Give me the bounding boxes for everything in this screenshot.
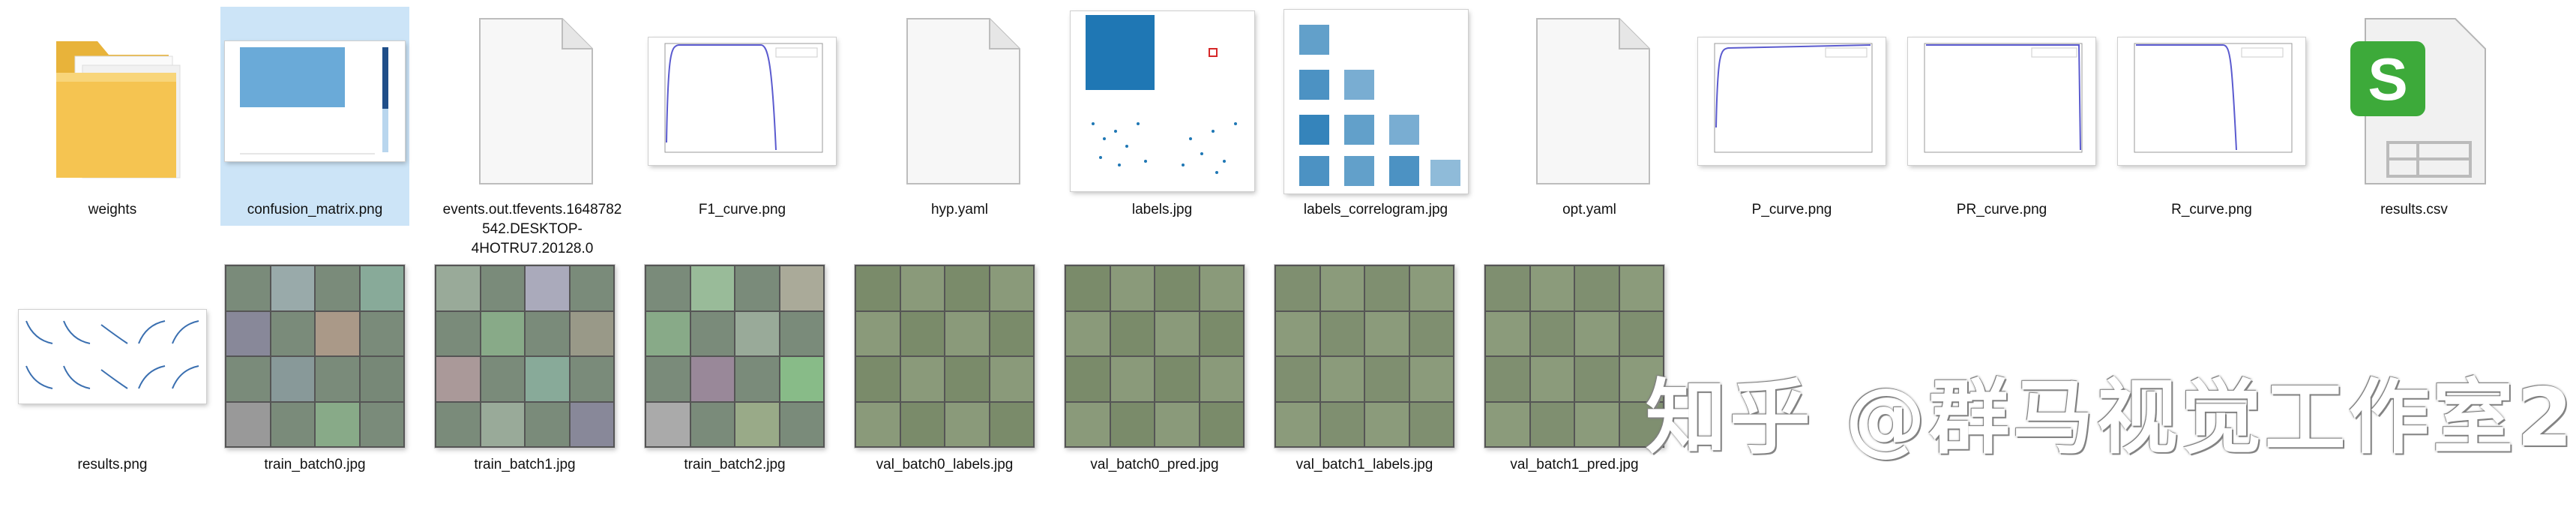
file-hyp-yaml[interactable]: hyp.yaml: [870, 11, 1050, 220]
file-weights[interactable]: weights: [22, 11, 202, 220]
file-label: weights: [88, 202, 137, 218]
file-label: P_curve.png: [1751, 202, 1832, 218]
file-events[interactable]: events.out.tfevents.1648782542.DESKTOP-4…: [442, 11, 622, 259]
correlogram-thumbnail: [1284, 9, 1468, 194]
blank-file-icon: [1499, 11, 1679, 191]
file-label: opt.yaml: [1562, 202, 1616, 218]
file-label: F1_curve.png: [698, 202, 786, 218]
val-batch1-pred-thumbnail: [1484, 265, 1664, 448]
file-label: hyp.yaml: [930, 202, 989, 218]
file-label: val_batch0_labels.jpg: [876, 457, 1014, 472]
file-f1-curve[interactable]: F1_curve.png: [648, 11, 836, 220]
file-label: val_batch1_labels.jpg: [1295, 457, 1433, 472]
file-confusion-matrix[interactable]: confusion_matrix.png: [220, 7, 409, 226]
file-results-png[interactable]: results.png: [19, 266, 206, 475]
file-train-batch1[interactable]: train_batch1.jpg: [435, 265, 615, 475]
train-batch0-thumbnail: [225, 265, 405, 448]
results-thumbnail: [19, 266, 206, 446]
file-label: train_batch2.jpg: [684, 457, 786, 472]
file-label: PR_curve.png: [1956, 202, 2047, 218]
file-r-curve[interactable]: R_curve.png: [2118, 11, 2305, 220]
val-batch0-pred-thumbnail: [1065, 265, 1245, 448]
file-val-batch0-pred[interactable]: val_batch0_pred.jpg: [1065, 265, 1245, 475]
confusion-matrix-thumbnail: [225, 11, 405, 191]
file-label: confusion_matrix.png: [247, 202, 383, 218]
p-curve-thumbnail: [1698, 11, 1886, 191]
file-train-batch2[interactable]: train_batch2.jpg: [645, 265, 825, 475]
val-batch1-labels-thumbnail: [1275, 265, 1454, 448]
watermark: 知乎 @群马视觉工作室2: [1646, 371, 2576, 465]
file-label: val_batch1_pred.jpg: [1510, 457, 1639, 472]
file-label: train_batch1.jpg: [474, 457, 576, 472]
file-label: results.png: [77, 457, 148, 472]
blank-file-icon: [442, 11, 622, 191]
svg-text:S: S: [2368, 46, 2407, 112]
file-opt-yaml[interactable]: opt.yaml: [1499, 11, 1679, 220]
train-batch2-thumbnail: [645, 265, 825, 448]
file-label: train_batch0.jpg: [264, 457, 366, 472]
file-results-csv[interactable]: S results.csv: [2324, 11, 2504, 220]
file-val-batch0-labels[interactable]: val_batch0_labels.jpg: [855, 265, 1035, 475]
train-batch1-thumbnail: [435, 265, 615, 448]
file-label: events.out.tfevents.1648782542.DESKTOP-4…: [442, 202, 622, 256]
file-pr-curve[interactable]: PR_curve.png: [1908, 11, 2095, 220]
file-p-curve[interactable]: P_curve.png: [1698, 11, 1886, 220]
file-val-batch1-labels[interactable]: val_batch1_labels.jpg: [1275, 265, 1454, 475]
file-labels-jpg[interactable]: labels.jpg: [1070, 11, 1254, 220]
pr-curve-thumbnail: [1908, 11, 2095, 191]
f1-curve-thumbnail: [648, 11, 836, 191]
spreadsheet-icon: S: [2324, 11, 2504, 191]
file-label: R_curve.png: [2171, 202, 2252, 218]
file-label: val_batch0_pred.jpg: [1090, 457, 1219, 472]
labels-thumbnail: [1070, 11, 1254, 191]
file-train-batch0[interactable]: train_batch0.jpg: [225, 265, 405, 475]
file-labels-correlogram[interactable]: labels_correlogram.jpg: [1284, 9, 1468, 220]
file-label: results.csv: [2380, 202, 2448, 218]
file-val-batch1-pred[interactable]: val_batch1_pred.jpg: [1484, 265, 1664, 475]
file-label: labels.jpg: [1131, 202, 1193, 218]
val-batch0-labels-thumbnail: [855, 265, 1035, 448]
file-label: labels_correlogram.jpg: [1303, 202, 1448, 218]
blank-file-icon: [870, 11, 1050, 191]
r-curve-thumbnail: [2118, 11, 2305, 191]
folder-icon: [22, 11, 202, 191]
